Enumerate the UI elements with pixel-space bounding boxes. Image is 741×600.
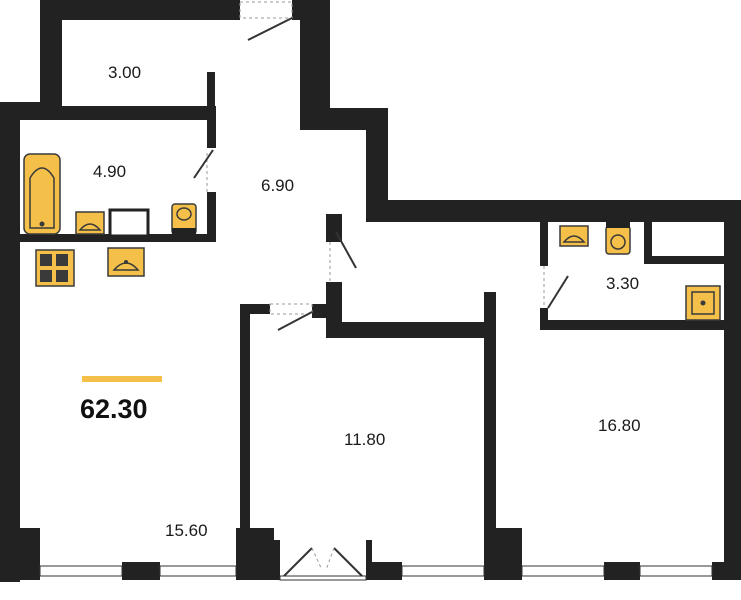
wall-balcony-right: [366, 540, 372, 580]
wall-left-outer: [0, 102, 20, 582]
bathroom-door: [193, 148, 216, 192]
window-1: [39, 565, 123, 577]
wall-wc-left-lower: [540, 308, 548, 330]
room-label-storage: 3.00: [108, 63, 141, 82]
wc-sink-icon: [559, 225, 589, 247]
wall-balcony-left: [274, 540, 280, 580]
wall-wc-divider: [644, 214, 652, 262]
bedroom1-door: [269, 303, 313, 331]
room-label-bedroom-1: 11.80: [344, 430, 385, 449]
fixtures: [23, 153, 721, 321]
wall-storage-top-left: [40, 0, 240, 20]
wall-bottom-pier-3: [366, 562, 402, 580]
corridor-door: [326, 231, 357, 282]
wall-storage-bottom: [18, 106, 213, 120]
total-area-accent-bar: [82, 376, 162, 382]
washing-machine-icon: [108, 208, 150, 238]
window-balcony: [279, 575, 367, 581]
kitchen-sink-icon: [107, 247, 145, 277]
doors: [193, 1, 569, 577]
window-2: [159, 565, 237, 577]
wall-bottom-left-pier: [18, 528, 40, 580]
balcony-door: [283, 547, 363, 577]
wall-bathroom-right: [207, 106, 216, 148]
wall-wc-bottom: [540, 320, 740, 330]
bathtub-icon: [23, 153, 61, 235]
bathroom-toilet-icon: [171, 203, 197, 236]
shower-tray-icon: [685, 285, 721, 321]
wall-bottom-pier-5: [604, 562, 640, 580]
window-5: [639, 565, 713, 577]
wall-bedroom1-top-left: [240, 304, 270, 314]
wall-corridor-right-upper: [300, 0, 330, 115]
interior-walls: [18, 72, 740, 562]
room-label-corridor: 6.90: [261, 176, 294, 195]
bathroom-sink-icon: [75, 211, 105, 235]
window-4: [521, 565, 605, 577]
room-label-kitchen-living: 15.60: [165, 521, 208, 540]
wall-right-top: [366, 200, 741, 222]
wall-bedroom1-top: [326, 322, 494, 338]
wc-door: [540, 266, 569, 309]
wall-wc-left-upper: [540, 214, 548, 266]
wall-right-outer: [724, 200, 741, 580]
wall-bathroom-bottom: [18, 234, 216, 242]
wall-bedroom2-left: [484, 292, 496, 562]
wall-bathroom-right-lower: [207, 192, 216, 242]
stove-icon: [35, 249, 75, 287]
room-label-wc: 3.30: [606, 274, 639, 293]
room-label-bedroom-2: 16.80: [598, 416, 641, 435]
total-area-label: 62.30: [80, 394, 148, 424]
wall-storage-stub: [207, 72, 215, 120]
wall-corridor-inner-lower: [326, 282, 342, 332]
wall-bottom-right-pier: [712, 562, 741, 580]
wall-storage-left: [40, 0, 62, 110]
room-label-bathroom: 4.90: [93, 162, 126, 181]
wall-wc-shelf: [644, 256, 740, 264]
windows: [39, 565, 713, 581]
wall-bedroom1-left: [240, 304, 250, 544]
wall-bottom-pier-1: [122, 562, 160, 580]
wall-corridor-right-lower: [366, 108, 388, 218]
entrance-door: [239, 1, 293, 41]
window-3: [401, 565, 485, 577]
wc-toilet-icon: [605, 222, 631, 255]
